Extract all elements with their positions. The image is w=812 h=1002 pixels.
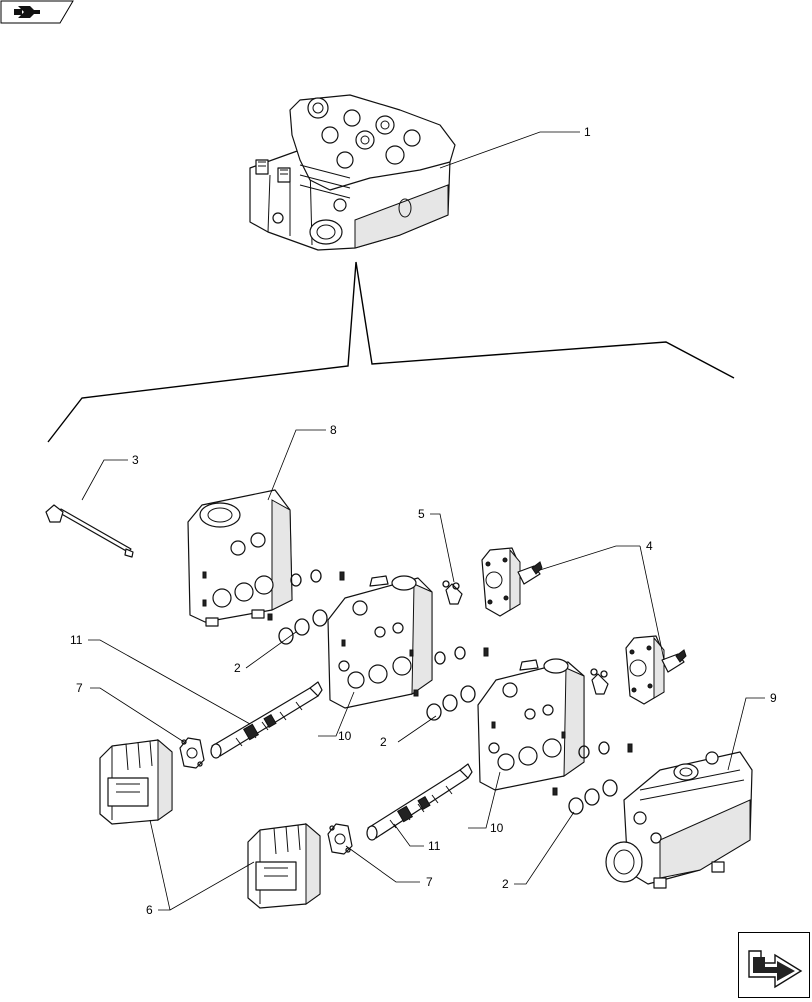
callout-10-lower: 10 — [490, 821, 504, 835]
callout-2-lower: 2 — [502, 877, 509, 891]
next-page-button[interactable] — [738, 932, 810, 998]
callout-11-lower: 11 — [428, 839, 441, 853]
back-arrow-icon[interactable] — [0, 0, 74, 24]
outlet-section — [605, 751, 753, 889]
solenoid-housing-lower — [247, 822, 321, 909]
callout-2-upper: 2 — [234, 661, 241, 675]
spool-upper — [210, 681, 323, 759]
lever-cover-lower — [625, 635, 687, 705]
callout-10-upper: 10 — [338, 729, 352, 743]
callout-3: 3 — [132, 453, 139, 467]
next-arrow-icon — [748, 950, 803, 989]
callout-7-lower: 7 — [426, 875, 433, 889]
inlet-section — [187, 489, 293, 627]
callout-11-upper: 11 — [70, 633, 83, 647]
work-section-upper — [327, 575, 433, 709]
solenoid-housing-upper — [99, 738, 173, 825]
callout-1: 1 — [584, 125, 591, 139]
o-rings-group-3 — [552, 741, 633, 815]
spool-lower — [366, 763, 473, 841]
work-section-lower — [477, 658, 585, 791]
callout-2-middle: 2 — [380, 735, 387, 749]
callout-8: 8 — [330, 423, 337, 437]
spacer-plate-upper — [179, 737, 205, 769]
lever-cover-upper — [481, 547, 543, 617]
callout-9: 9 — [770, 691, 777, 705]
callout-6: 6 — [146, 903, 153, 917]
callout-4: 4 — [646, 539, 653, 553]
tie-rod — [45, 504, 134, 558]
gasket-upper — [442, 580, 463, 605]
callout-5: 5 — [418, 507, 425, 521]
spacer-plate-lower — [327, 823, 353, 855]
top-nav-tab[interactable] — [0, 0, 74, 24]
o-rings-group-1 — [267, 569, 345, 645]
assembled-control-valve — [249, 94, 456, 251]
o-rings-group-2 — [413, 646, 489, 721]
gasket-lower — [590, 668, 609, 695]
callout-7-upper: 7 — [76, 681, 83, 695]
